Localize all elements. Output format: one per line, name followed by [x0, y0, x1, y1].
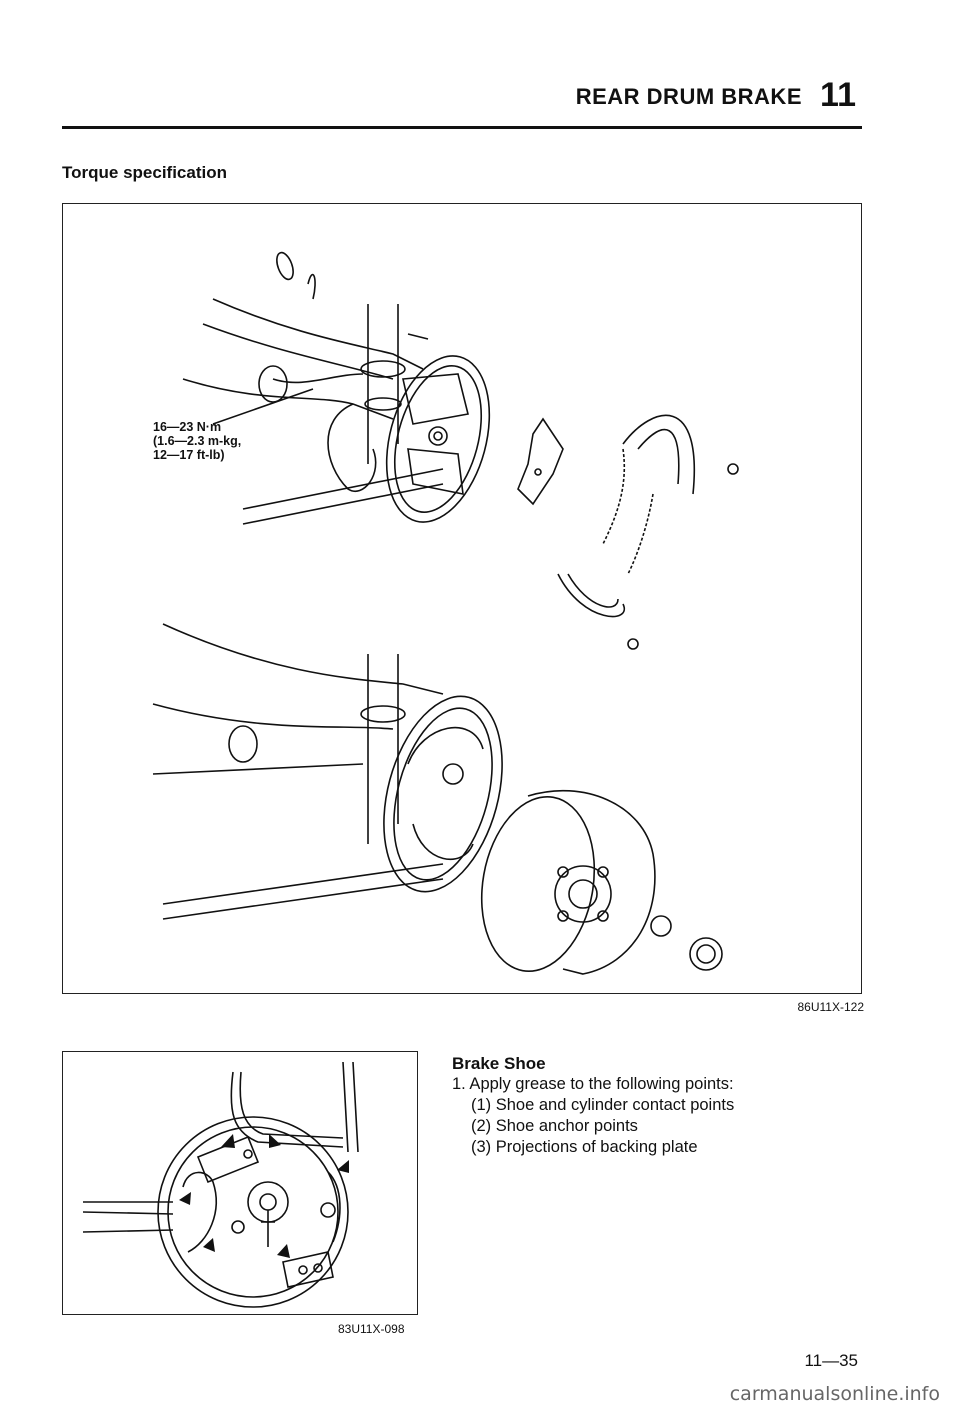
torque-mkg: (1.6—2.3 m-kg, [153, 434, 242, 448]
section-heading: Torque specification [62, 163, 227, 182]
brake-shoe-title: Brake Shoe [452, 1054, 546, 1073]
exploded-brake-illustration [152, 251, 739, 975]
chapter-number: 11 [820, 76, 856, 114]
header-rule [62, 126, 862, 129]
grease-points-figure [62, 1051, 418, 1315]
grease-point-3: (3) Projections of backing plate [471, 1138, 698, 1156]
brake-shoe-step1: 1. Apply grease to the following points: [452, 1075, 734, 1093]
header-title: REAR DRUM BRAKE [575, 84, 802, 109]
figure2-code: 83U11X-098 [338, 1322, 405, 1336]
torque-ftlb: 12—17 ft-lb) [153, 448, 225, 462]
figure1-code: 86U11X-122 [797, 1000, 865, 1014]
page-number: 11—35 [804, 1351, 858, 1370]
torque-label: 16—23 N·m (1.6—2.3 m-kg, 12—17 ft-lb) [153, 420, 241, 462]
torque-nm: 16—23 N·m [153, 420, 222, 434]
brake-shoe-instructions: Brake Shoe 1. Apply grease to the follow… [452, 1053, 734, 1158]
grease-point-1: (1) Shoe and cylinder contact points [471, 1096, 735, 1114]
watermark: carmanualsonline.info [729, 1383, 940, 1405]
grease-point-2: (2) Shoe anchor points [471, 1117, 638, 1135]
grease-points-illustration [82, 1061, 359, 1308]
exploded-brake-figure: 16—23 N·m (1.6—2.3 m-kg, 12—17 ft-lb) [62, 203, 862, 994]
